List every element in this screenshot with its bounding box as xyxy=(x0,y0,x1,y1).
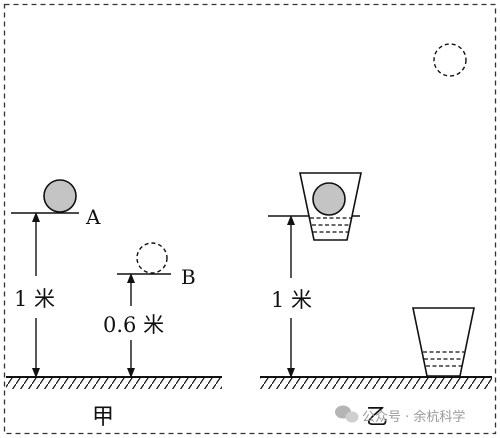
ball-a xyxy=(43,179,77,213)
upper-cup-water xyxy=(310,217,351,233)
panel-jia: A 1 米 B 0.6 米 甲 xyxy=(6,179,222,430)
caption-jia: 甲 xyxy=(92,405,114,430)
lower-cup xyxy=(412,307,475,377)
caption-yi: 乙 xyxy=(366,405,388,430)
ball-in-cup xyxy=(312,182,346,216)
height-label-b: 0.6 米 xyxy=(103,313,164,337)
watermark-text: 公众号 · 余杭科学 xyxy=(362,409,465,425)
watermark: 公众号 · 余杭科学 xyxy=(335,405,465,425)
height-label-right: 1 米 xyxy=(271,288,312,312)
ball-b xyxy=(136,242,168,274)
ball-a-label: A xyxy=(85,205,101,229)
ball-b-label: B xyxy=(181,265,196,289)
ground-hatch-right xyxy=(260,377,492,389)
dashed-frame xyxy=(3,3,497,435)
panel-yi: 1 米 乙 xyxy=(260,43,492,430)
height-label-a: 1 米 xyxy=(14,287,55,311)
wechat-icon xyxy=(335,405,359,423)
lower-cup-water xyxy=(423,351,464,367)
dashed-ball-top xyxy=(433,43,467,77)
ground-hatch-left xyxy=(6,377,222,389)
